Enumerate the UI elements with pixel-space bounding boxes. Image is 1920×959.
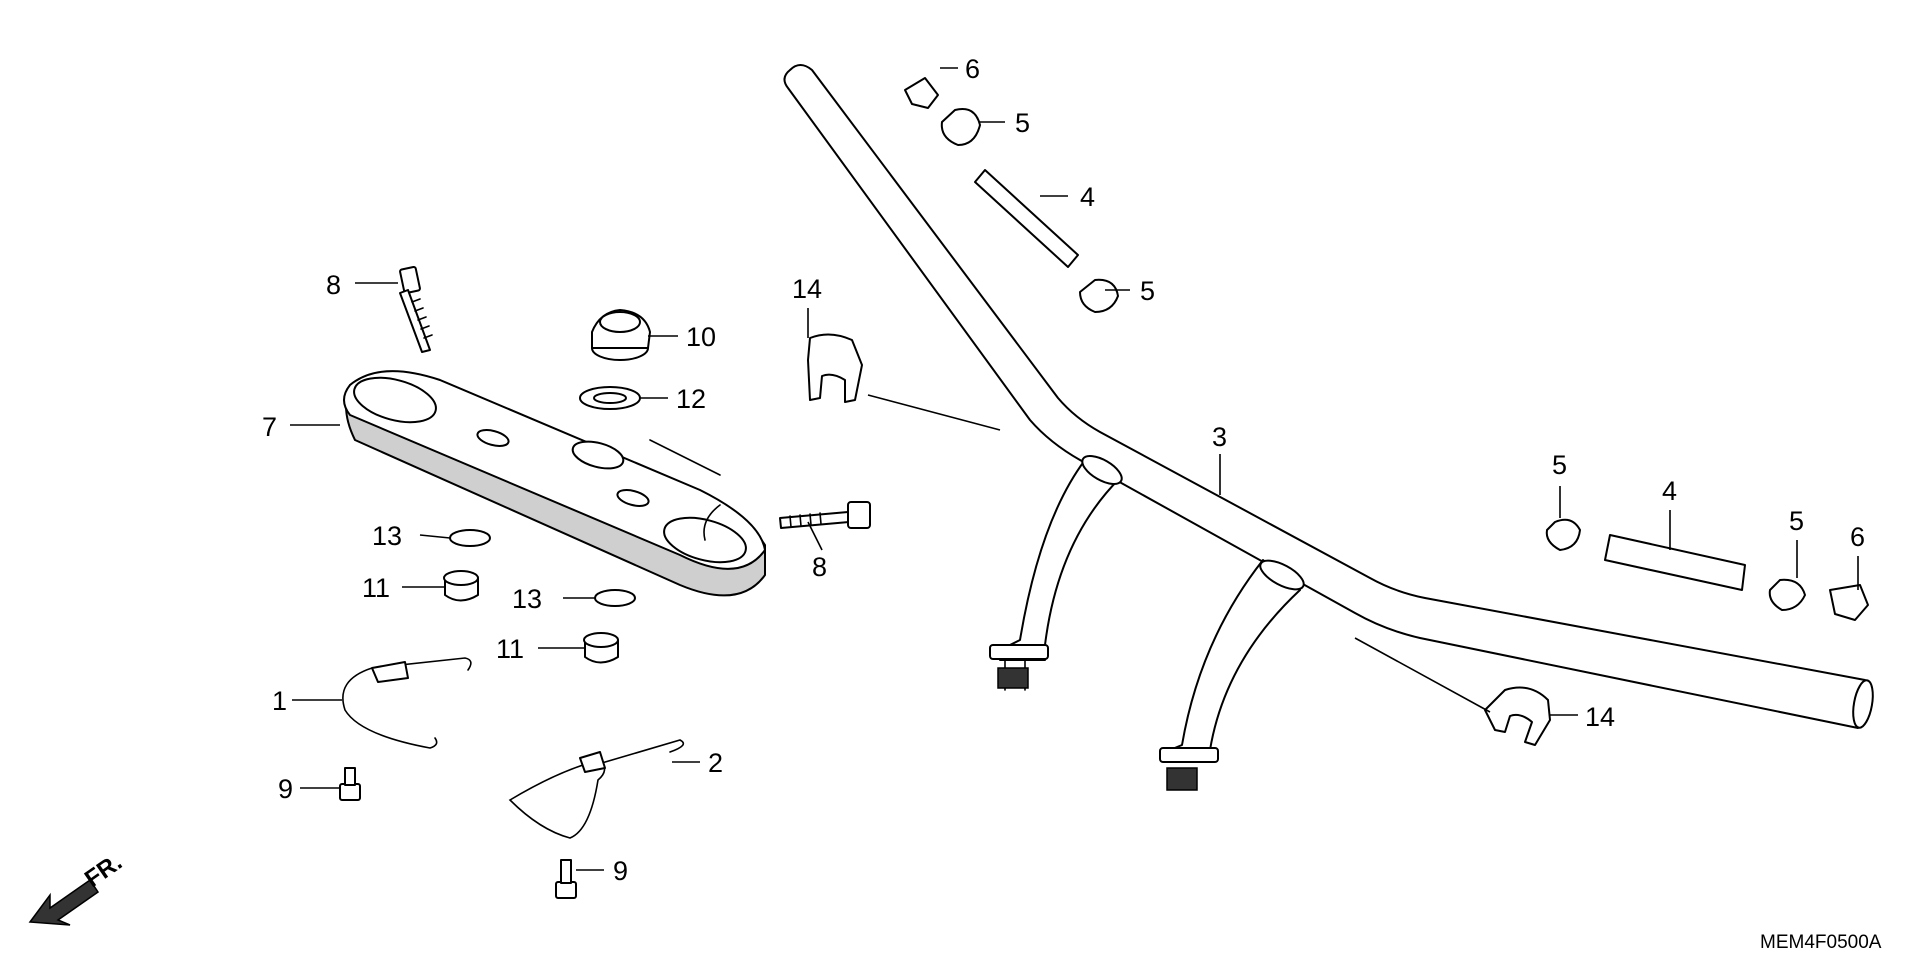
bolt-right [779, 501, 871, 529]
callout-4-right: 4 [1662, 476, 1677, 506]
callout-5-upper-b: 5 [1140, 276, 1155, 306]
callout-8-upper: 8 [326, 270, 341, 300]
callout-9-bottom: 9 [613, 856, 628, 886]
callout-2: 2 [708, 748, 723, 778]
callout-6-upper: 6 [965, 54, 980, 84]
handlebar [783, 64, 1874, 791]
callout-14-right: 14 [1585, 702, 1615, 732]
front-arrow-icon [28, 878, 100, 926]
callout-3: 3 [1212, 422, 1227, 452]
callout-labels: 1 2 3 4 4 5 5 5 5 6 6 7 8 8 9 9 10 11 11… [262, 54, 1865, 886]
washer-a [449, 529, 491, 547]
callout-6-right: 6 [1850, 522, 1865, 552]
callout-13-right: 13 [512, 584, 542, 614]
nut-b [583, 632, 619, 664]
weight-assembly-right [1545, 518, 1869, 621]
clamp-right [1484, 686, 1551, 746]
callout-13-left: 13 [372, 521, 402, 551]
front-direction-indicator: FR. [28, 849, 127, 926]
cable-clip-2 [508, 739, 685, 839]
callout-14-left: 14 [792, 274, 822, 304]
callout-11-right: 11 [496, 634, 524, 664]
diagram-code: MEM4F0500A [1760, 932, 1882, 953]
bolt-upper [399, 265, 433, 353]
callout-10: 10 [686, 322, 716, 352]
callout-5-right-b: 5 [1789, 506, 1804, 536]
washer-b [594, 589, 636, 607]
bolt-9-a [339, 767, 361, 801]
callout-7: 7 [262, 412, 277, 442]
clamp-left [807, 333, 863, 403]
nut-a [443, 570, 479, 602]
cap-nut [591, 309, 651, 361]
top-bridge [343, 370, 766, 597]
callout-1: 1 [272, 686, 287, 716]
callout-9-left: 9 [278, 774, 293, 804]
cable-clip-1 [342, 657, 472, 749]
bolt-9-b [555, 859, 577, 899]
callout-8-right: 8 [812, 552, 827, 582]
callout-4-upper: 4 [1080, 182, 1095, 212]
callout-5-right-a: 5 [1552, 450, 1567, 480]
callout-12: 12 [676, 384, 706, 414]
leader-lines [290, 67, 1859, 871]
weight-assembly-upper [904, 77, 1119, 313]
callout-5-upper-a: 5 [1015, 108, 1030, 138]
callout-11-left: 11 [362, 573, 390, 603]
washer-large [579, 386, 641, 410]
